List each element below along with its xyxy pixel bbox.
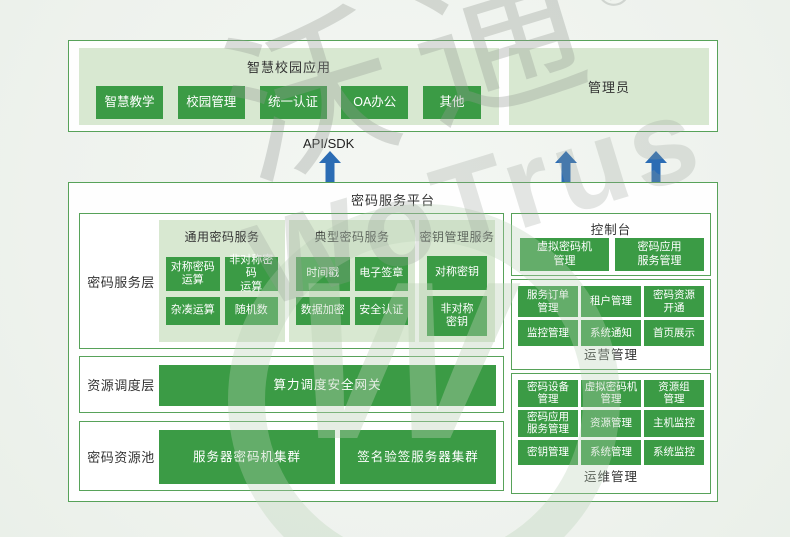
double-arrow-icon: [319, 151, 341, 205]
api-sdk-label: API/SDK: [303, 136, 355, 151]
block-hash-op: 杂凑运算: [166, 297, 220, 325]
block-resource-group-mgmt: 资源组 管理: [644, 380, 704, 407]
block-crypto-device-mgmt: 密码设备 管理: [518, 380, 578, 407]
block-compute-scheduling-gateway: 算力调度安全网关: [159, 365, 496, 406]
block-data-encryption: 数据加密: [296, 297, 350, 325]
key-management-services-group: 密钥管理服务 对称密钥 非对称 密钥: [419, 220, 495, 342]
block-tenant-mgmt: 租户管理: [581, 286, 641, 317]
resource-pool-label: 密码资源池: [87, 449, 155, 465]
block-resource-mgmt: 资源管理: [581, 410, 641, 437]
group-button-grid: 对称密码 运算 非对称密码 运算 杂凑运算 随机数: [166, 254, 278, 325]
operations-title: 运营管理: [583, 348, 638, 362]
service-layer-label: 密码服务层: [87, 274, 155, 290]
general-crypto-services-group: 通用密码服务 对称密码 运算 非对称密码 运算 杂凑运算 随机数: [159, 220, 285, 342]
double-arrow-icon: [645, 151, 667, 205]
double-arrow-icon: [645, 151, 667, 205]
block-crypto-resource-provisioning: 密码资源 开通: [644, 286, 704, 317]
app-block-campus-management: 校园管理: [177, 86, 245, 119]
block-crypto-app-service-mgmt: 密码应用 服务管理: [518, 410, 578, 437]
app-block-oa-office: OA办公: [341, 86, 409, 119]
group-title: 典型密码服务: [314, 230, 390, 244]
resource-scheduling-layer-box: 资源调度层 算力调度安全网关: [79, 356, 504, 413]
group-button-grid: 时间戳 电子签章 数据加密 安全认证: [296, 257, 408, 325]
console-box: 控制台 虚拟密码机 管理 密码应用 服务管理: [511, 213, 711, 276]
crypto-service-platform-box: 密码服务平台 密码服务层 通用密码服务 对称密码 运算 非对称密码 运算 杂凑运…: [68, 182, 718, 502]
maintenance-button-grid: 密码设备 管理 虚拟密码机 管理 资源组 管理 密码应用 服务管理 资源管理 主…: [518, 380, 704, 465]
block-asymmetric-key: 非对称 密钥: [427, 296, 487, 336]
console-title: 控制台: [590, 223, 632, 237]
maintenance-management-box: 密码设备 管理 虚拟密码机 管理 资源组 管理 密码应用 服务管理 资源管理 主…: [511, 373, 711, 494]
block-crypto-app-service-mgmt: 密码应用 服务管理: [615, 238, 704, 271]
block-virtual-cipher-machine-mgmt: 虚拟密码机 管理: [520, 238, 609, 271]
smart-campus-applications-box: 智慧校园应用 智慧教学 校园管理 统一认证 OA办公 其他 管理员: [68, 40, 718, 132]
block-security-auth: 安全认证: [354, 297, 408, 325]
app-block-unified-auth: 统一认证: [259, 86, 327, 119]
block-server-cipher-machine-cluster: 服务器密码机集群: [159, 430, 335, 484]
block-system-notification: 系统通知: [581, 320, 641, 346]
double-arrow-icon: [319, 151, 341, 205]
block-homepage-display: 首页展示: [644, 320, 704, 346]
apps-panel: 智慧校园应用 智慧教学 校园管理 统一认证 OA办公 其他: [79, 48, 499, 125]
block-asymmetric-crypto-op: 非对称密码 运算: [224, 254, 278, 293]
apps-row: 智慧教学 校园管理 统一认证 OA办公 其他: [96, 86, 481, 119]
administrator-panel: 管理员: [509, 48, 709, 125]
group-title: 密钥管理服务: [419, 230, 495, 244]
apps-panel-title: 智慧校园应用: [246, 60, 331, 75]
block-service-order-mgmt: 服务订单 管理: [518, 286, 578, 317]
crypto-service-layer-box: 密码服务层 通用密码服务 对称密码 运算 非对称密码 运算 杂凑运算 随机数 典…: [79, 213, 504, 349]
block-virtual-cipher-machine-mgmt: 虚拟密码机 管理: [581, 380, 641, 407]
scheduling-layer-label: 资源调度层: [87, 378, 155, 393]
block-random-number: 随机数: [224, 297, 278, 325]
typical-crypto-services-group: 典型密码服务 时间戳 电子签章 数据加密 安全认证: [289, 220, 415, 342]
block-sign-verify-server-cluster: 签名验签服务器集群: [340, 430, 496, 484]
block-monitoring-mgmt: 监控管理: [518, 320, 578, 346]
block-host-monitoring: 主机监控: [644, 410, 704, 437]
group-title: 通用密码服务: [184, 230, 260, 244]
block-e-signature: 电子签章: [354, 257, 408, 291]
maintenance-title: 运维管理: [583, 470, 638, 484]
operations-button-grid: 服务订单 管理 租户管理 密码资源 开通 监控管理 系统通知 首页展示: [518, 286, 704, 346]
group-button-stack: 对称密钥 非对称 密钥: [427, 256, 487, 336]
block-system-mgmt: 系统管理: [581, 440, 641, 465]
app-block-smart-teaching: 智慧教学: [96, 86, 163, 119]
platform-title: 密码服务平台: [350, 193, 435, 208]
double-arrow-icon: [555, 151, 577, 205]
double-arrow-icon: [555, 151, 577, 205]
registered-trademark-icon: ®: [590, 0, 638, 19]
block-symmetric-key: 对称密钥: [427, 256, 487, 290]
crypto-resource-pool-box: 密码资源池 服务器密码机集群 签名验签服务器集群: [79, 421, 504, 491]
app-block-others: 其他: [423, 86, 481, 119]
block-system-monitoring: 系统监控: [644, 440, 704, 465]
operations-management-box: 服务订单 管理 租户管理 密码资源 开通 监控管理 系统通知 首页展示 运营管理: [511, 279, 711, 370]
block-symmetric-crypto-op: 对称密码 运算: [166, 257, 220, 291]
block-timestamp: 时间戳: [296, 257, 350, 291]
block-key-mgmt: 密钥管理: [518, 440, 578, 465]
